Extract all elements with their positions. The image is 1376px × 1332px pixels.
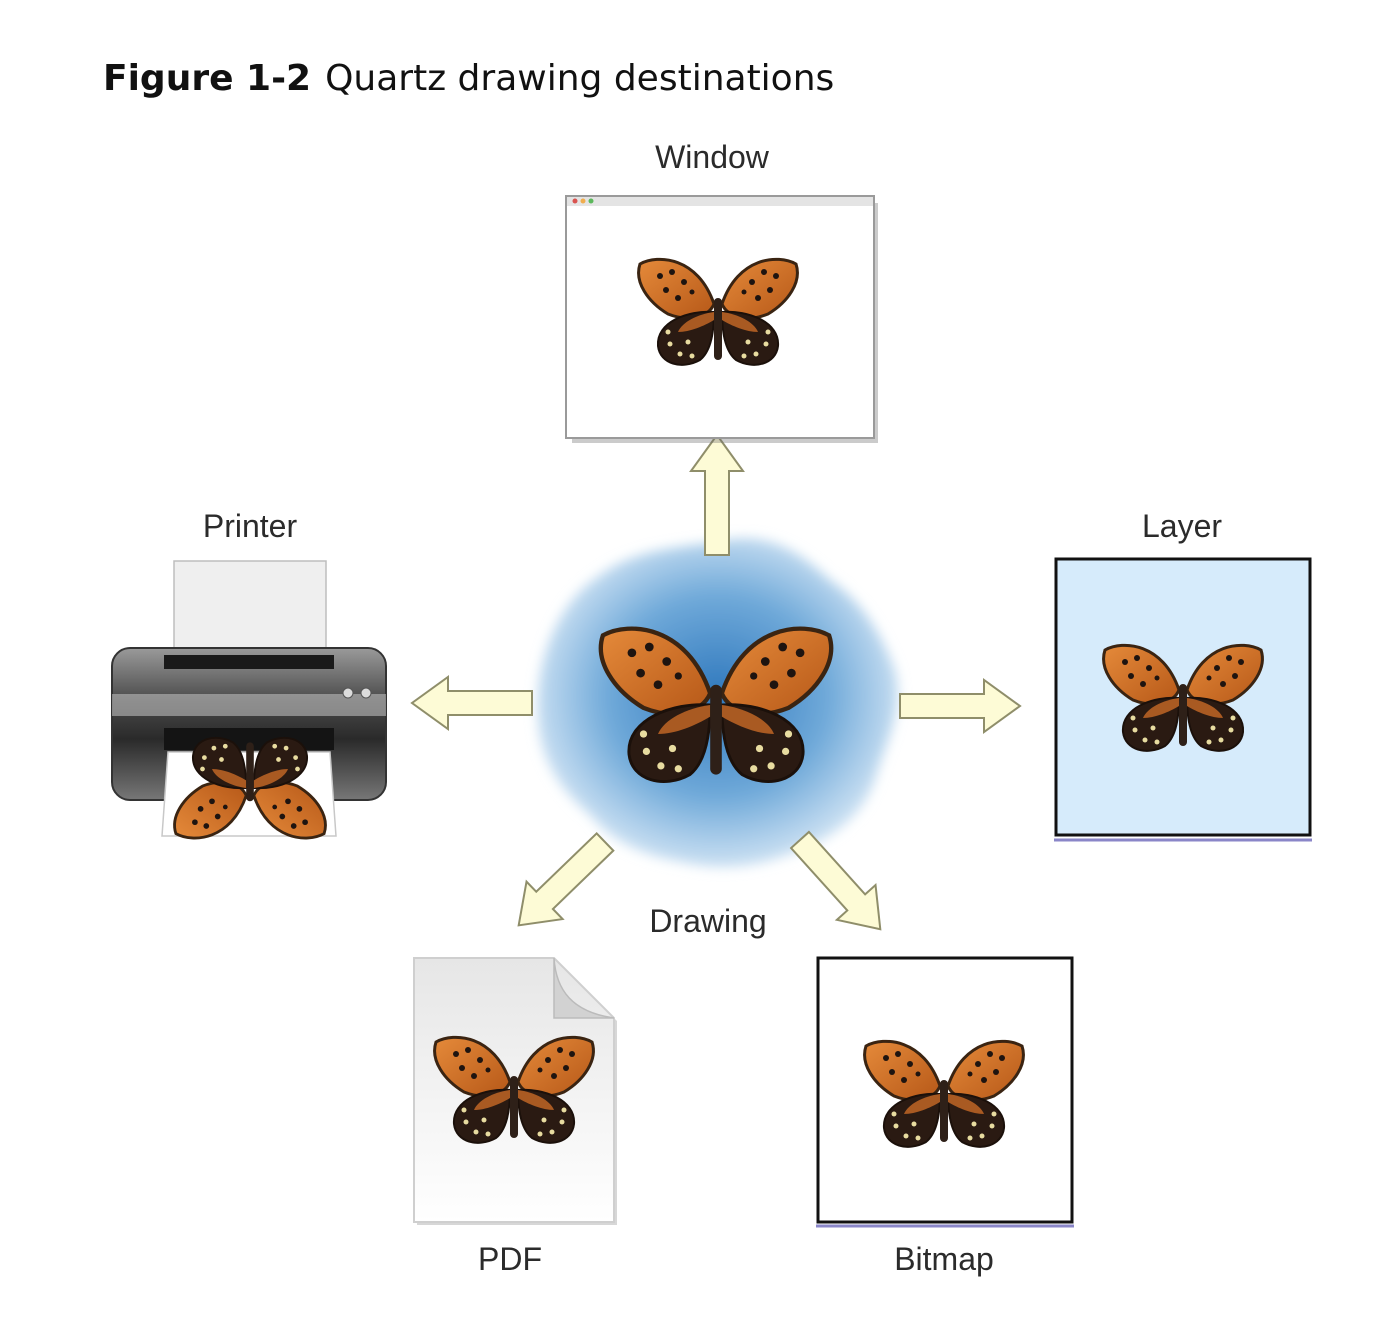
arrow-to-window <box>690 434 744 556</box>
layer-node: Layer <box>1054 508 1312 842</box>
drawing-label: Drawing <box>649 903 766 939</box>
figure-title: Quartz drawing destinations <box>325 58 835 99</box>
arrow-to-layer <box>899 679 1021 733</box>
drawing-center-node: Drawing <box>537 538 899 939</box>
printer-node: Printer <box>111 508 387 840</box>
window-node: Window <box>565 139 878 443</box>
arrow-to-pdf <box>499 822 625 946</box>
pdf-label: PDF <box>478 1241 542 1277</box>
pdf-document-icon <box>413 957 617 1225</box>
bitmap-label: Bitmap <box>894 1241 994 1277</box>
pdf-node: PDF <box>413 957 617 1277</box>
window-label: Window <box>655 139 770 175</box>
layer-icon <box>1054 557 1312 842</box>
arrow-to-bitmap <box>779 821 901 948</box>
bitmap-node: Bitmap <box>816 956 1074 1277</box>
printer-label: Printer <box>203 508 298 544</box>
window-icon <box>565 195 878 443</box>
figure-number: Figure 1-2 <box>103 58 312 99</box>
bitmap-icon <box>816 956 1074 1228</box>
figure-heading: Figure 1-2 Quartz drawing destinations <box>103 58 834 99</box>
arrow-to-printer <box>411 676 533 730</box>
layer-label: Layer <box>1142 508 1222 544</box>
printer-icon <box>111 560 387 840</box>
